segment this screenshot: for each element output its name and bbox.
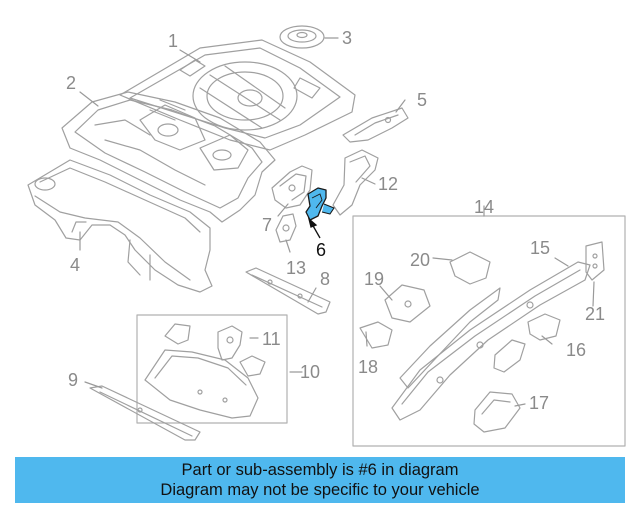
- callout-14: 14: [474, 197, 494, 217]
- part-20-bracket: [449, 251, 491, 285]
- callout-21: 21: [585, 304, 605, 324]
- part-6-highlighted: [305, 187, 335, 221]
- part-12-reinforcement: [332, 149, 379, 216]
- callout-1: 1: [168, 31, 178, 51]
- callout-17: 17: [529, 393, 549, 413]
- callout-12: 12: [378, 174, 398, 194]
- callout-9: 9: [68, 370, 78, 390]
- callout-15: 15: [530, 238, 550, 258]
- group-box-10: [136, 314, 288, 424]
- part-13-bracket: [275, 213, 297, 243]
- part-1-rear-floor-pan: [119, 39, 356, 151]
- part-18-bracket: [359, 321, 393, 349]
- callout-6: 6: [316, 240, 326, 260]
- part-8-rail: [245, 267, 331, 315]
- callout-13: 13: [286, 258, 306, 278]
- caption-banner: Part or sub-assembly is #6 in diagram Di…: [15, 457, 625, 503]
- part-21-bracket: [585, 241, 605, 281]
- part-10-member: [144, 323, 266, 419]
- caption-line-2: Diagram may not be specific to your vehi…: [160, 481, 480, 499]
- callout-20: 20: [410, 250, 430, 270]
- callout-4: 4: [70, 255, 80, 275]
- part-2-floor-panel: [61, 91, 276, 223]
- callout-19: 19: [364, 269, 384, 289]
- part-11-bracket: [217, 325, 243, 361]
- part-6-arrow: [307, 217, 321, 239]
- callout-7: 7: [262, 215, 272, 235]
- part-15-side-member: [391, 261, 591, 421]
- part-9-rail: [89, 385, 201, 441]
- callout-16: 16: [566, 340, 586, 360]
- caption-line-1: Part or sub-assembly is #6 in diagram: [181, 461, 459, 479]
- part-16-bracket: [527, 313, 561, 341]
- parts-diagram: 1 2 3 4 5 6 7 8 9 10 11 12 13 14 15 16 1…: [27, 25, 626, 447]
- part-19-bracket: [384, 284, 431, 323]
- part-3-plug: [279, 25, 325, 49]
- callout-3: 3: [342, 28, 352, 48]
- callout-8: 8: [320, 269, 330, 289]
- callout-2: 2: [66, 73, 76, 93]
- part-5-bracket: [342, 107, 409, 143]
- callout-10: 10: [300, 362, 320, 382]
- part-4-crossmember: [27, 159, 213, 293]
- callout-5: 5: [417, 90, 427, 110]
- part-17-bracket: [473, 391, 521, 433]
- group-box-14: [352, 215, 626, 447]
- part-7-bracket: [271, 165, 313, 209]
- part-15b-bracket: [493, 339, 526, 373]
- callout-11: 11: [262, 329, 281, 349]
- callout-18: 18: [358, 357, 378, 377]
- leader-lines: [79, 37, 595, 407]
